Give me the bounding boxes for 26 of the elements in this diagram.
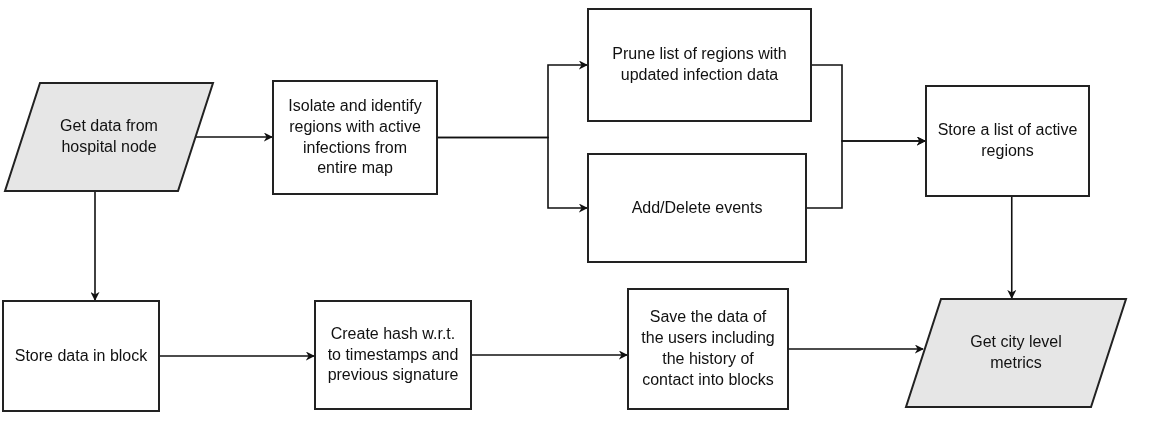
process-box xyxy=(587,8,812,122)
arrow xyxy=(788,344,924,354)
process-box xyxy=(272,80,438,195)
node-label: Isolate and identify regions with active infections from entire map xyxy=(287,95,423,179)
arrow xyxy=(159,351,315,361)
arrow xyxy=(806,136,926,209)
arrow xyxy=(471,350,628,360)
process-box xyxy=(925,85,1090,197)
node-label: Save the data of the users including the history of contact into blocks xyxy=(640,307,776,390)
node-label: Prune list of regions with updated infection data xyxy=(611,44,788,85)
node-label: Store a list of active regions xyxy=(936,120,1079,161)
node-label: Add/Delete events xyxy=(630,197,764,218)
node-label: Get data from hospital node xyxy=(59,116,159,157)
input-output-parallelogram xyxy=(905,298,1127,408)
arrow xyxy=(1007,196,1017,299)
process-box xyxy=(314,300,472,410)
arrow xyxy=(90,191,100,301)
arrow xyxy=(195,132,273,142)
node-label: Get city level metrics xyxy=(969,332,1063,373)
node-label: Create hash w.r.t. to timestamps and previous signature xyxy=(326,323,460,386)
process-box xyxy=(627,288,789,410)
input-output-parallelogram xyxy=(4,82,214,192)
process-box xyxy=(587,153,807,263)
process-box xyxy=(2,300,160,412)
node-label: Store data in block xyxy=(13,345,149,366)
arrow xyxy=(437,136,588,213)
